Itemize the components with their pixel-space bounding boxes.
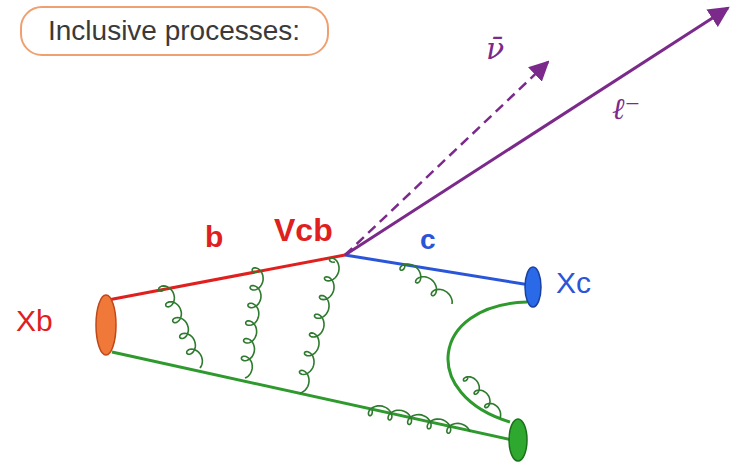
- gluon-coil: [241, 268, 263, 378]
- quark-label: b: [205, 222, 223, 252]
- gluon-coil: [159, 286, 203, 368]
- hadron-label: Xc: [556, 268, 591, 298]
- gluon-coil: [300, 258, 340, 393]
- pair-curve: [448, 302, 527, 422]
- gluon-coil: [400, 264, 452, 304]
- lepton-line: [345, 8, 728, 255]
- title-text: Inclusive processes:: [48, 14, 301, 48]
- spectator-blob: [509, 419, 527, 461]
- hadron-label: Xb: [16, 306, 53, 336]
- ckm-label: Vcb: [274, 214, 333, 246]
- xb-blob: [96, 295, 116, 355]
- xc-blob: [525, 267, 541, 307]
- title-box: Inclusive processes:: [20, 6, 329, 56]
- c-quark-line: [345, 255, 530, 285]
- neutrino-label: ν̄: [486, 34, 504, 64]
- b-quark-line: [108, 255, 345, 300]
- neutrino-line: [345, 62, 548, 255]
- gluon-coil: [463, 377, 500, 418]
- spectator-line: [112, 352, 512, 440]
- quark-label: c: [420, 226, 436, 254]
- gluon-group: [159, 258, 501, 433]
- lepton-label: ℓ⁻: [612, 94, 640, 124]
- gluon-coil: [368, 406, 470, 433]
